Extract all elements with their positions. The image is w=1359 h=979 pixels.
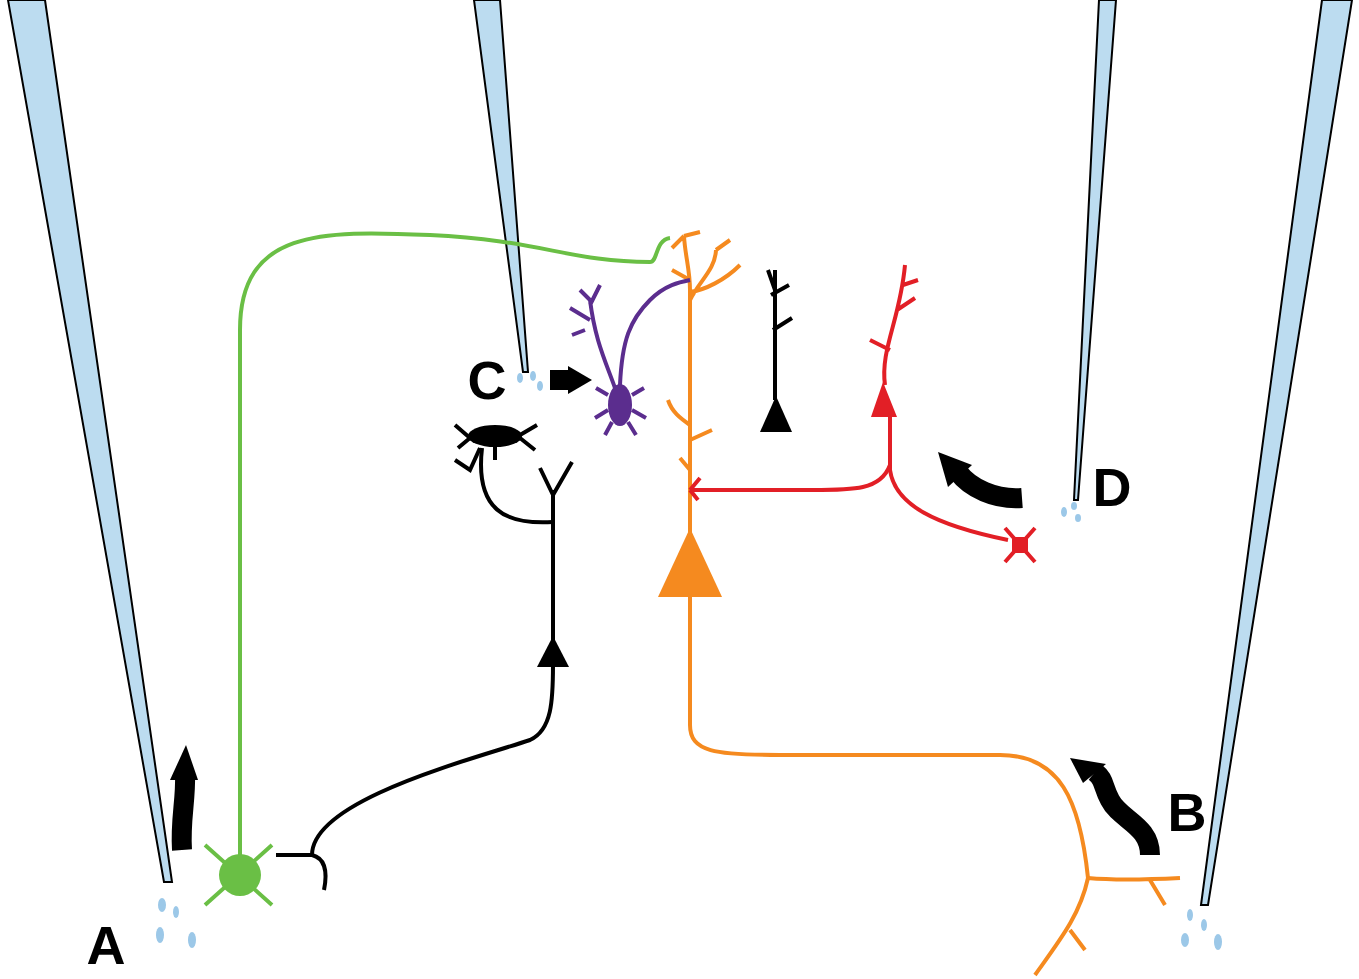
black-axon bbox=[276, 665, 553, 855]
droplet bbox=[1071, 502, 1077, 510]
black-dendrite-branch bbox=[481, 448, 553, 522]
flow-arrow bbox=[958, 472, 1022, 498]
pipette bbox=[1074, 0, 1116, 500]
droplet bbox=[173, 906, 179, 918]
green-soma bbox=[219, 854, 261, 896]
orange-soma bbox=[658, 528, 722, 597]
flow-arrow bbox=[550, 370, 570, 390]
green-dendrites bbox=[205, 845, 272, 905]
red-axon bbox=[890, 415, 1008, 540]
flow-arrow bbox=[1095, 772, 1150, 855]
black-dendrite bbox=[540, 462, 572, 640]
black-neuron bbox=[276, 270, 792, 890]
red-soma bbox=[1012, 537, 1028, 553]
callout-letter: A bbox=[87, 918, 126, 972]
orange-dendrite-branches bbox=[668, 270, 712, 470]
black-interneuron-soma bbox=[468, 425, 522, 447]
orange-neuron bbox=[668, 232, 1180, 975]
droplet bbox=[530, 371, 536, 381]
droplet bbox=[158, 898, 166, 912]
pipette bbox=[8, 0, 172, 882]
droplet bbox=[1075, 514, 1081, 522]
green-axon bbox=[240, 233, 670, 855]
droplet bbox=[537, 381, 543, 391]
black-soma bbox=[760, 396, 792, 432]
droplet bbox=[517, 373, 523, 383]
purple-axon bbox=[620, 280, 690, 385]
arrow-head bbox=[568, 366, 592, 394]
black-axon-branch bbox=[312, 855, 326, 890]
black-soma bbox=[537, 636, 569, 667]
flow-arrows bbox=[182, 380, 1150, 855]
callout-letter: C bbox=[468, 353, 507, 407]
red-soma bbox=[871, 382, 897, 417]
red-neuron bbox=[690, 265, 1035, 562]
droplet bbox=[1061, 507, 1067, 517]
black-interneuron-processes bbox=[455, 425, 537, 470]
pipette bbox=[474, 0, 528, 372]
droplet bbox=[1214, 934, 1222, 950]
droplet bbox=[1201, 919, 1207, 931]
purple-soma bbox=[608, 384, 632, 426]
black-dendrite bbox=[768, 270, 792, 400]
flow-arrow bbox=[182, 775, 186, 850]
arrow-head bbox=[1070, 758, 1106, 783]
orange-axon-terminals bbox=[1035, 878, 1180, 975]
arrow-head bbox=[170, 745, 198, 780]
callout-letter: D bbox=[1093, 460, 1132, 514]
callout-letter: B bbox=[1168, 785, 1207, 839]
green-neuron bbox=[205, 233, 670, 905]
droplet bbox=[156, 927, 164, 943]
pipette bbox=[1201, 0, 1352, 905]
droplet bbox=[1181, 933, 1189, 947]
droplet bbox=[1187, 909, 1193, 921]
red-processes bbox=[1005, 528, 1035, 562]
red-axon-collateral bbox=[690, 465, 890, 500]
orange-axon bbox=[690, 590, 1088, 878]
droplet bbox=[188, 932, 196, 948]
red-dendrite bbox=[870, 265, 918, 385]
arrow-head bbox=[938, 452, 972, 487]
purple-interneuron bbox=[570, 280, 690, 435]
